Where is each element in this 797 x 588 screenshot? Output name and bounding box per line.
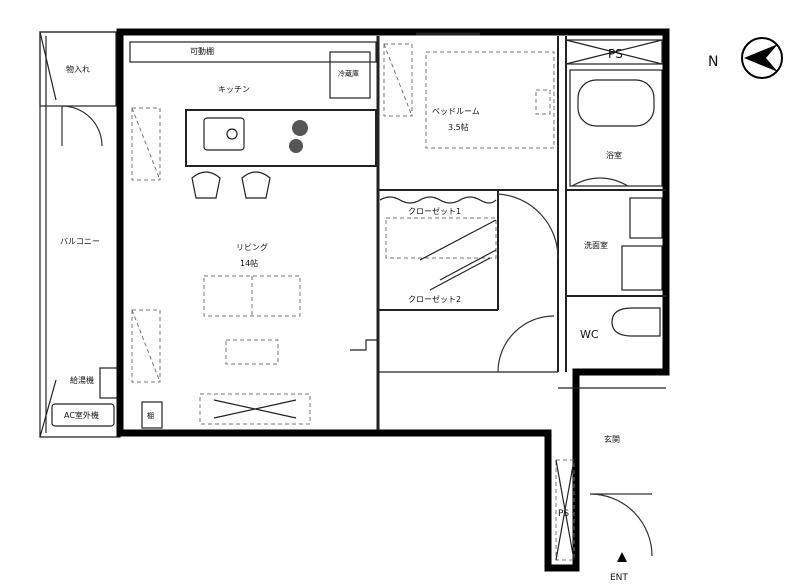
exterior-walls <box>116 28 670 572</box>
stool-icon <box>191 171 271 199</box>
balcony-label: バルコニー <box>60 237 100 246</box>
stove-icon <box>289 120 308 153</box>
coffee-table <box>225 339 279 365</box>
toilet <box>611 307 661 337</box>
bedroom-label: ベッドルーム <box>432 107 480 116</box>
closet-door <box>497 193 559 259</box>
closet-area <box>379 193 559 373</box>
north-label: N <box>708 54 718 70</box>
living-label: リビング <box>236 242 268 252</box>
water-heater-label: 給湯機 <box>70 375 94 385</box>
window-left-bottom <box>131 309 161 383</box>
sofa <box>203 275 301 317</box>
bedroom-area <box>383 32 555 149</box>
ac-outdoor-box <box>51 403 115 427</box>
wet-area <box>565 39 663 337</box>
washroom-label: 洗面室 <box>584 240 608 250</box>
fridge-box <box>329 51 371 99</box>
entrance-arrow-icon <box>617 552 627 562</box>
ps-bottom-label: PS <box>558 509 569 519</box>
bath-door <box>571 177 629 187</box>
ps-top-box <box>565 39 663 65</box>
kitchen-label: キッチン <box>218 85 250 94</box>
storage-door <box>61 105 103 147</box>
hall-door <box>497 315 555 373</box>
wardrobe-panel <box>383 43 413 117</box>
entrance-area <box>555 459 653 562</box>
storage-closet-box <box>39 31 117 107</box>
entrance-door <box>589 493 653 557</box>
closet-rack <box>385 217 497 259</box>
bathtub <box>577 79 655 127</box>
kitchen-counter <box>185 109 377 167</box>
ps-top-label: PS <box>608 47 623 61</box>
wc-label: WC <box>580 328 599 341</box>
closet2-label: クローゼット2 <box>408 294 461 304</box>
bedroom-size-label: 3.5帖 <box>448 122 469 132</box>
closet1-label: クローゼット1 <box>408 206 461 216</box>
washing-machine <box>621 245 663 291</box>
living-area <box>131 275 378 429</box>
balcony-area <box>39 31 121 438</box>
window-left-top <box>131 107 161 181</box>
nightstand <box>535 89 551 115</box>
fridge-label: 冷蔵庫 <box>338 69 359 78</box>
storage-closet-label: 物入れ <box>66 64 90 74</box>
sink-drain <box>226 128 238 140</box>
movable-shelf-label: 可動棚 <box>190 46 214 56</box>
ent-label: ENT <box>610 573 628 583</box>
bath-label: 浴室 <box>606 150 622 160</box>
ps-bottom-box <box>555 459 575 561</box>
shoe-cabinet-label: 棚 <box>147 411 154 420</box>
living-size-label: 14帖 <box>240 258 258 268</box>
entrance-label: 玄関 <box>604 434 620 444</box>
movable-shelf <box>129 41 377 63</box>
bath-room-box <box>569 69 663 187</box>
interior-walls <box>376 36 666 430</box>
wash-basin <box>629 197 663 239</box>
bed <box>425 51 555 149</box>
kitchen-area <box>129 41 377 199</box>
shoe-cabinet-box <box>141 401 163 429</box>
ac-outdoor-label: AC室外機 <box>64 410 99 420</box>
north-compass-icon <box>741 37 783 79</box>
sink <box>203 117 245 151</box>
